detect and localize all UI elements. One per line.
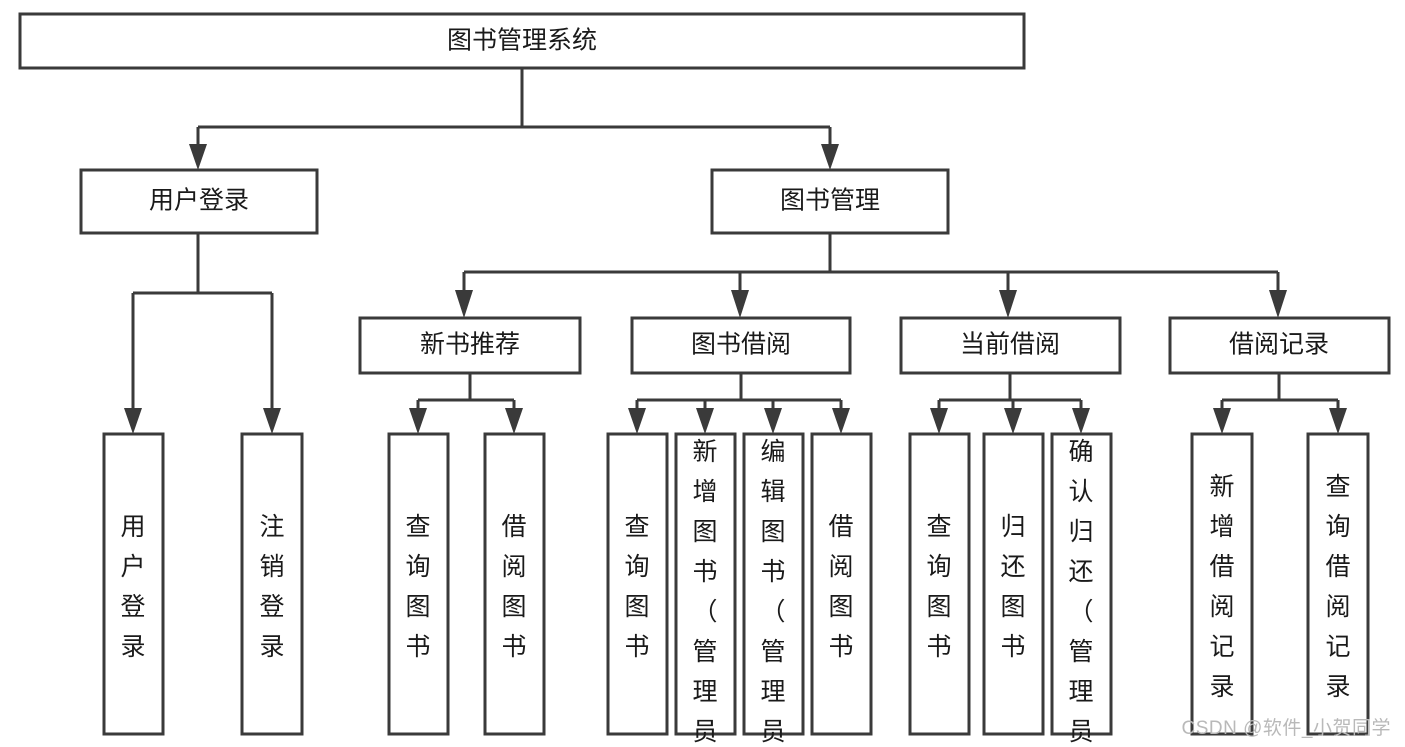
arrow-bb-leaf-4 — [832, 408, 850, 434]
leaf-label-query-book-nbr: 查询图书 — [405, 513, 430, 661]
arrow-bb-leaf-2 — [696, 408, 714, 434]
node-user-login[interactable]: 用户登录 — [79, 168, 319, 235]
leaf-box-add-book-admin[interactable] — [674, 432, 737, 736]
arrow-to-leaf-logout — [263, 408, 281, 434]
leaf-box-user-login[interactable] — [102, 432, 165, 736]
new-book-recommendation-label: 新书推荐 — [420, 331, 520, 359]
arrow-br-leaf-2 — [1329, 408, 1347, 434]
arrow-to-book-borrow — [731, 290, 749, 318]
arrow-nbr-leaf-1 — [409, 408, 427, 434]
leaf-label-return-book: 归还图书 — [1000, 513, 1025, 661]
leaf-label-query-borrow-record: 查询借阅记录 — [1325, 473, 1350, 701]
node-current-borrowing[interactable]: 当前借阅 — [899, 316, 1122, 375]
leaf-node-query-book-bb[interactable]: 查询图书 — [606, 432, 669, 736]
root-box[interactable] — [18, 12, 1026, 70]
leaf-node-query-book-cb[interactable]: 查询图书 — [908, 432, 971, 736]
arrow-br-leaf-1 — [1213, 408, 1231, 434]
leaf-box-logout[interactable] — [240, 432, 304, 736]
arrow-root-to-book-mgmt — [821, 144, 839, 170]
leaf-box-query-book-nbr[interactable] — [387, 432, 450, 736]
leaf-node-query-borrow-record[interactable]: 查询借阅记录 — [1306, 432, 1370, 736]
leaf-box-query-book-bb[interactable] — [606, 432, 669, 736]
leaf-box-confirm-return-admin[interactable] — [1050, 432, 1113, 736]
current-borrowing-label: 当前借阅 — [960, 331, 1060, 359]
book-borrowing-label: 图书借阅 — [691, 331, 791, 359]
leaf-node-confirm-return-admin[interactable]: 确认归还（管理员） — [1050, 432, 1113, 747]
node-new-book-recommendation[interactable]: 新书推荐 — [358, 316, 582, 375]
current-borrowing-box[interactable] — [899, 316, 1122, 375]
leaf-box-add-borrow-record[interactable] — [1190, 432, 1254, 736]
arrow-to-current-borrow — [999, 290, 1017, 318]
arrow-cb-leaf-1 — [930, 408, 948, 434]
arrow-cb-leaf-2 — [1004, 408, 1022, 434]
node-book-borrowing[interactable]: 图书借阅 — [630, 316, 852, 375]
leaf-label-query-book-bb: 查询图书 — [624, 513, 649, 661]
leaf-box-return-book[interactable] — [982, 432, 1045, 736]
leaf-box-query-book-cb[interactable] — [908, 432, 971, 736]
leaf-node-edit-book-admin[interactable]: 编辑图书（管理员） — [742, 432, 805, 747]
borrowing-record-label: 借阅记录 — [1229, 331, 1329, 359]
leaf-node-add-book-admin[interactable]: 新增图书（管理员） — [674, 432, 737, 747]
leaf-label-borrow-book-bb: 借阅图书 — [828, 513, 853, 661]
leaf-label-confirm-return-admin: 确认归还（管理员） — [1068, 438, 1093, 747]
leaf-node-user-login[interactable]: 用户登录 — [102, 432, 165, 736]
leaf-label-query-book-cb: 查询图书 — [926, 513, 951, 661]
arrow-bb-leaf-1 — [628, 408, 646, 434]
leaf-node-borrow-book-bb[interactable]: 借阅图书 — [810, 432, 873, 736]
book-management-label: 图书管理 — [780, 187, 880, 215]
arrow-to-new-book-rec — [455, 290, 473, 318]
book-borrowing-box[interactable] — [630, 316, 852, 375]
borrowing-record-box[interactable] — [1168, 316, 1391, 375]
leaf-label-add-book-admin: 新增图书（管理员） — [692, 438, 717, 747]
leaf-box-borrow-book-nbr[interactable] — [483, 432, 546, 736]
connector-layer — [124, 68, 1347, 434]
csdn-watermark: CSDN @软件_小贺同学 — [1181, 718, 1391, 739]
arrow-nbr-leaf-2 — [505, 408, 523, 434]
book-management-box[interactable] — [710, 168, 950, 235]
leaf-box-query-borrow-record[interactable] — [1306, 432, 1370, 736]
leaf-node-query-book-nbr[interactable]: 查询图书 — [387, 432, 450, 736]
user-login-box[interactable] — [79, 168, 319, 235]
node-borrowing-record[interactable]: 借阅记录 — [1168, 316, 1391, 375]
user-login-label: 用户登录 — [149, 187, 249, 215]
node-root-book-management-system[interactable]: 图书管理系统 — [18, 12, 1026, 70]
leaf-node-add-borrow-record[interactable]: 新增借阅记录 — [1190, 432, 1254, 736]
arrow-to-leaf-user-login — [124, 408, 142, 434]
leaf-label-user-login: 用户登录 — [120, 513, 145, 661]
root-label: 图书管理系统 — [447, 27, 597, 55]
new-book-recommendation-box[interactable] — [358, 316, 582, 375]
leaf-label-add-borrow-record: 新增借阅记录 — [1209, 473, 1234, 701]
leaf-box-edit-book-admin[interactable] — [742, 432, 805, 736]
arrow-cb-leaf-3 — [1072, 408, 1090, 434]
arrow-to-borrow-record — [1269, 290, 1287, 318]
arrow-root-to-user-login — [189, 144, 207, 170]
leaf-box-borrow-book-bb[interactable] — [810, 432, 873, 736]
leaf-node-logout[interactable]: 注销登录 — [240, 432, 304, 736]
leaf-label-borrow-book-nbr: 借阅图书 — [501, 513, 526, 661]
leaf-label-edit-book-admin: 编辑图书（管理员） — [760, 438, 785, 747]
node-book-management[interactable]: 图书管理 — [710, 168, 950, 235]
arrow-bb-leaf-3 — [764, 408, 782, 434]
leaf-node-return-book[interactable]: 归还图书 — [982, 432, 1045, 736]
leaf-node-borrow-book-nbr[interactable]: 借阅图书 — [483, 432, 546, 736]
leaf-label-logout: 注销登录 — [259, 513, 284, 661]
